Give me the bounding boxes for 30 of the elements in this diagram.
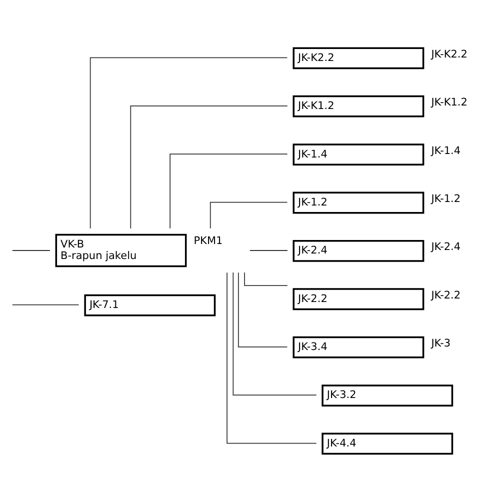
node-box: JK-K2.2 (292, 47, 424, 70)
node-box: JK-K1.2 (292, 95, 424, 118)
connector (12, 304, 80, 306)
connector (12, 250, 50, 251)
node-box: JK-3.2 (322, 384, 454, 406)
connector (250, 250, 288, 251)
connector (210, 202, 288, 229)
node-box: JK-2.4 (292, 240, 424, 262)
connector (238, 272, 288, 348)
node-label: JK-2.2 (431, 289, 461, 302)
node-box: JK-1.4 (292, 144, 424, 166)
connector (232, 272, 317, 396)
node-label: JK-2.4 (431, 241, 461, 254)
node-label: JK-K2.2 (431, 48, 468, 60)
node-label: JK-K1.2 (431, 96, 468, 109)
connector (170, 154, 288, 229)
node-box: JK-3.4 (292, 336, 424, 358)
node-box: JK-1.2 (292, 192, 424, 214)
node-label: JK-1.2 (431, 192, 461, 205)
node-box: JK-7.1 (84, 294, 216, 316)
connector (226, 272, 317, 444)
node-box: JK-2.2 (292, 288, 424, 310)
node-box: JK-4.4 (322, 432, 454, 455)
connector (90, 57, 288, 229)
node-label: JK-1.4 (431, 144, 461, 157)
node-box: VK-B B-rapun jakelu (55, 234, 187, 268)
node-label: PKM1 (194, 235, 223, 248)
connector (130, 105, 288, 229)
connector (244, 272, 288, 286)
node-label: JK-3 (431, 338, 451, 350)
